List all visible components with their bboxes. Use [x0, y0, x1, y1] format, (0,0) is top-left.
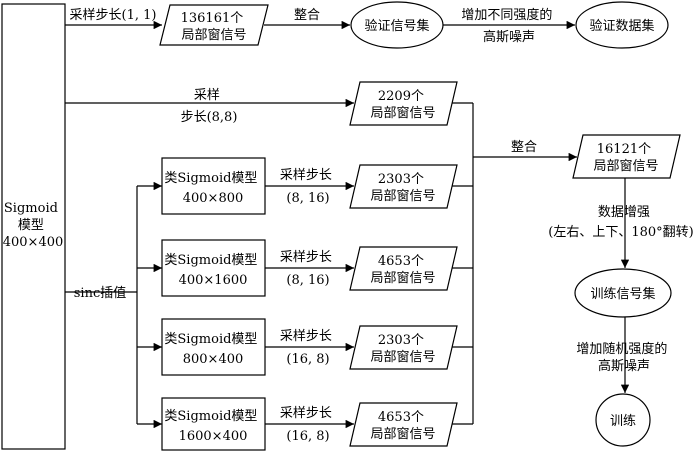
node-2303-local-window-signals-a: 2303个 局部窗信号: [349, 164, 458, 209]
node-verification-dataset: 验证数据集: [575, 1, 669, 49]
label-data-augmentation: 数据增强 (左右、上下、180°翻转): [548, 205, 693, 240]
svg-text:类Sigmoid模型 400×800: 类Sigmoid模型 400×800: [164, 171, 261, 206]
svg-text:类Sigmoid模型 800×400: 类Sigmoid模型 800×400: [164, 332, 261, 367]
node-2209-local-window-signals: 2209个 局部窗信号: [349, 81, 458, 126]
node-2303-local-window-signals-b: 2303个 局部窗信号: [349, 325, 458, 370]
node-sigmoid-like-400x800: 类Sigmoid模型 400×800: [161, 157, 266, 215]
svg-text:类Sigmoid模型 1600×400: 类Sigmoid模型 1600×400: [164, 409, 261, 444]
svg-text:类Sigmoid模型 400×1600: 类Sigmoid模型 400×1600: [164, 253, 261, 288]
label-stride-16-8-a: 采样步长 (16, 8): [280, 329, 336, 367]
node-sigmoid-like-800x400: 类Sigmoid模型 800×400: [161, 318, 266, 376]
svg-text:16121个 局部窗信号: 16121个 局部窗信号: [593, 142, 658, 174]
svg-text:训练: 训练: [610, 414, 636, 429]
label-stride-8-16-b: 采样步长 (8, 16): [280, 250, 336, 288]
label-sinc-interpolation: sinc插值: [74, 285, 126, 301]
node-training: 训练: [595, 393, 651, 447]
svg-text:2303个 局部窗信号: 2303个 局部窗信号: [370, 333, 435, 365]
sigmoid-label: Sigmoid 模型 400×400: [3, 201, 64, 250]
node-4653-local-window-signals-b: 4653个 局部窗信号: [349, 402, 458, 447]
label-sample-step-8-8: 采样 步长(8,8): [181, 88, 238, 125]
svg-text:训练信号集: 训练信号集: [590, 286, 655, 302]
label-stride-16-8-b: 采样步长 (16, 8): [280, 406, 336, 444]
node-sigmoid-like-1600x400: 类Sigmoid模型 1600×400: [161, 397, 266, 451]
label-sample-step-1-1: 采样步长(1, 1): [70, 8, 157, 23]
node-sigmoid-like-400x1600: 类Sigmoid模型 400×1600: [161, 239, 266, 297]
node-sigmoid-model: Sigmoid 模型 400×400: [1, 3, 66, 450]
node-4653-local-window-signals-a: 4653个 局部窗信号: [349, 246, 458, 291]
node-verification-signal-set: 验证信号集: [350, 1, 444, 49]
svg-text:4653个 局部窗信号: 4653个 局部窗信号: [370, 254, 435, 286]
label-stride-8-16-a: 采样步长 (8, 16): [280, 168, 336, 206]
connectors: [65, 20, 630, 429]
node-16121-local-window-signals: 16121个 局部窗信号: [572, 134, 681, 179]
label-add-random-gaussian-noise: 增加随机强度的 高斯噪声: [576, 341, 671, 374]
node-training-signal-set: 训练信号集: [574, 268, 672, 318]
label-merge-top: 整合: [294, 8, 320, 23]
svg-text:136161个 局部窗信号: 136161个 局部窗信号: [181, 11, 248, 43]
svg-text:4653个 局部窗信号: 4653个 局部窗信号: [370, 410, 435, 442]
svg-text:验证数据集: 验证数据集: [589, 18, 654, 34]
label-add-gaussian-noise: 增加不同强度的 高斯噪声: [461, 7, 556, 45]
node-136161-local-window-signals: 136161个 局部窗信号: [159, 4, 269, 46]
svg-text:2303个 局部窗信号: 2303个 局部窗信号: [370, 172, 435, 204]
svg-text:2209个 局部窗信号: 2209个 局部窗信号: [370, 89, 435, 121]
label-merge-mid: 整合: [511, 140, 537, 155]
svg-text:验证信号集: 验证信号集: [364, 18, 429, 34]
